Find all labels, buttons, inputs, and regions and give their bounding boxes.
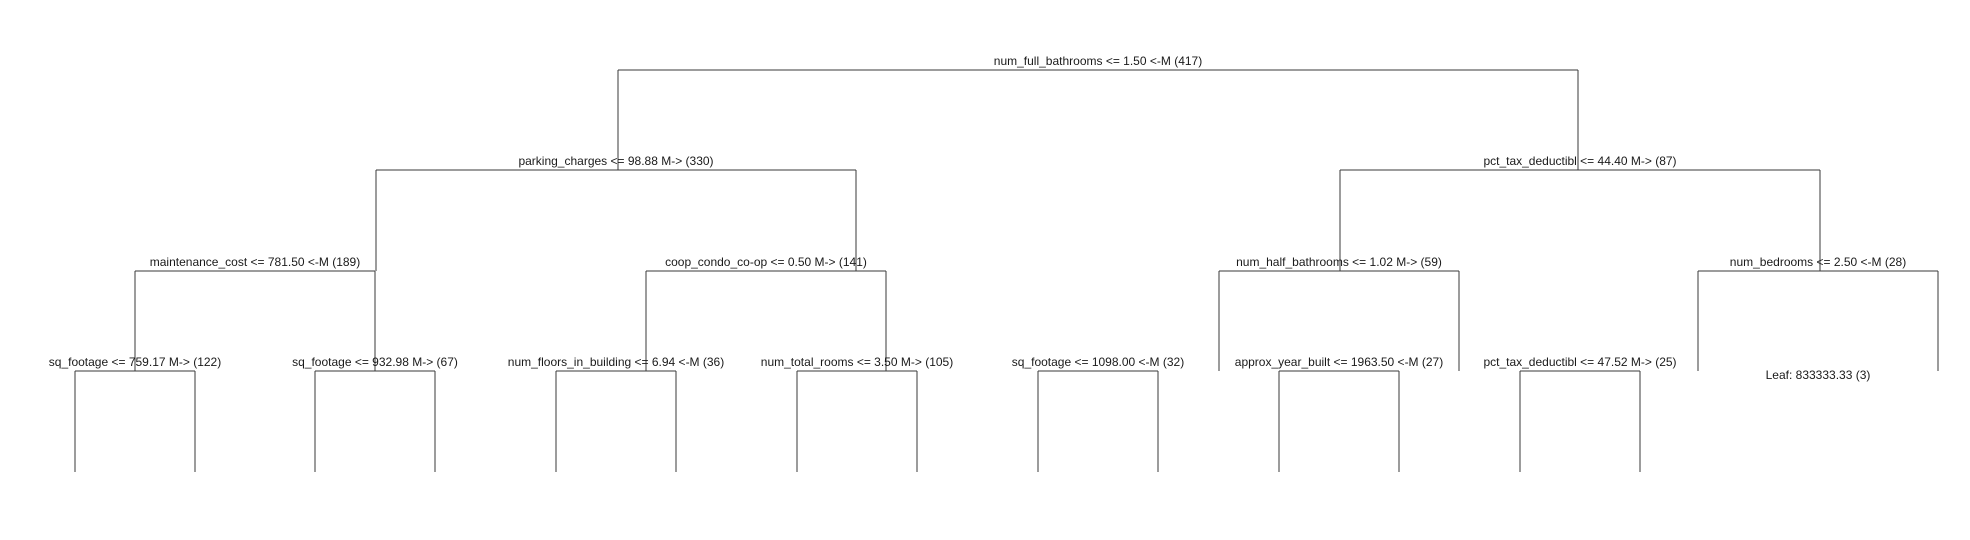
split-node-label: num_half_bathrooms <= 1.02 M-> (59) bbox=[1236, 255, 1442, 269]
tree-node-labels: num_full_bathrooms <= 1.50 <-M (417) park… bbox=[49, 54, 1906, 382]
leaf-node-label: Leaf: 833333.33 (3) bbox=[1766, 368, 1871, 382]
split-node-label: sq_footage <= 932.98 M-> (67) bbox=[292, 355, 458, 369]
split-node-label: parking_charges <= 98.88 M-> (330) bbox=[518, 154, 713, 168]
split-node-label: num_total_rooms <= 3.50 M-> (105) bbox=[761, 355, 953, 369]
split-node-label: pct_tax_deductibl <= 44.40 M-> (87) bbox=[1483, 154, 1676, 168]
split-node-label: approx_year_built <= 1963.50 <-M (27) bbox=[1235, 355, 1443, 369]
split-node-label: num_bedrooms <= 2.50 <-M (28) bbox=[1730, 255, 1906, 269]
split-node-label: num_full_bathrooms <= 1.50 <-M (417) bbox=[994, 54, 1202, 68]
tree-edges bbox=[74, 69, 1939, 472]
split-node-label: sq_footage <= 759.17 M-> (122) bbox=[49, 355, 221, 369]
split-node-label: sq_footage <= 1098.00 <-M (32) bbox=[1012, 355, 1184, 369]
split-node-label: pct_tax_deductibl <= 47.52 M-> (25) bbox=[1483, 355, 1676, 369]
split-node-label: coop_condo_co-op <= 0.50 M-> (141) bbox=[665, 255, 867, 269]
split-node-label: maintenance_cost <= 781.50 <-M (189) bbox=[150, 255, 360, 269]
split-node-label: num_floors_in_building <= 6.94 <-M (36) bbox=[508, 355, 724, 369]
